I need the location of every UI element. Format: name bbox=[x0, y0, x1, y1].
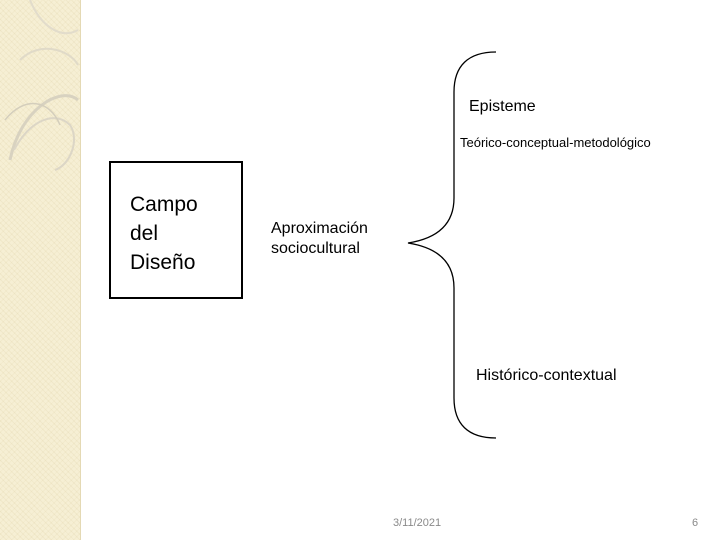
campo-del-diseno-label: Campo del Diseño bbox=[130, 190, 198, 277]
aproximacion-sociocultural-label: Aproximación sociocultural bbox=[271, 219, 368, 259]
episteme-label: Episteme bbox=[469, 98, 536, 115]
campo-line-2: del bbox=[130, 222, 159, 245]
decorative-side-band bbox=[0, 0, 81, 540]
campo-del-diseno-box bbox=[109, 161, 243, 299]
decorative-swirl-icon bbox=[4, 0, 79, 171]
campo-line-1: Campo bbox=[130, 193, 198, 216]
slide-page-number: 6 bbox=[692, 517, 699, 529]
slide-date: 3/11/2021 bbox=[393, 517, 442, 529]
teorico-conceptual-metodologico-label: Teórico-conceptual-metodológico bbox=[460, 135, 651, 150]
aproximacion-line-1: Aproximación bbox=[271, 220, 368, 237]
aproximacion-line-2: sociocultural bbox=[271, 240, 360, 257]
campo-line-3: Diseño bbox=[130, 251, 196, 274]
historico-contextual-label: Histórico-contextual bbox=[476, 367, 617, 384]
